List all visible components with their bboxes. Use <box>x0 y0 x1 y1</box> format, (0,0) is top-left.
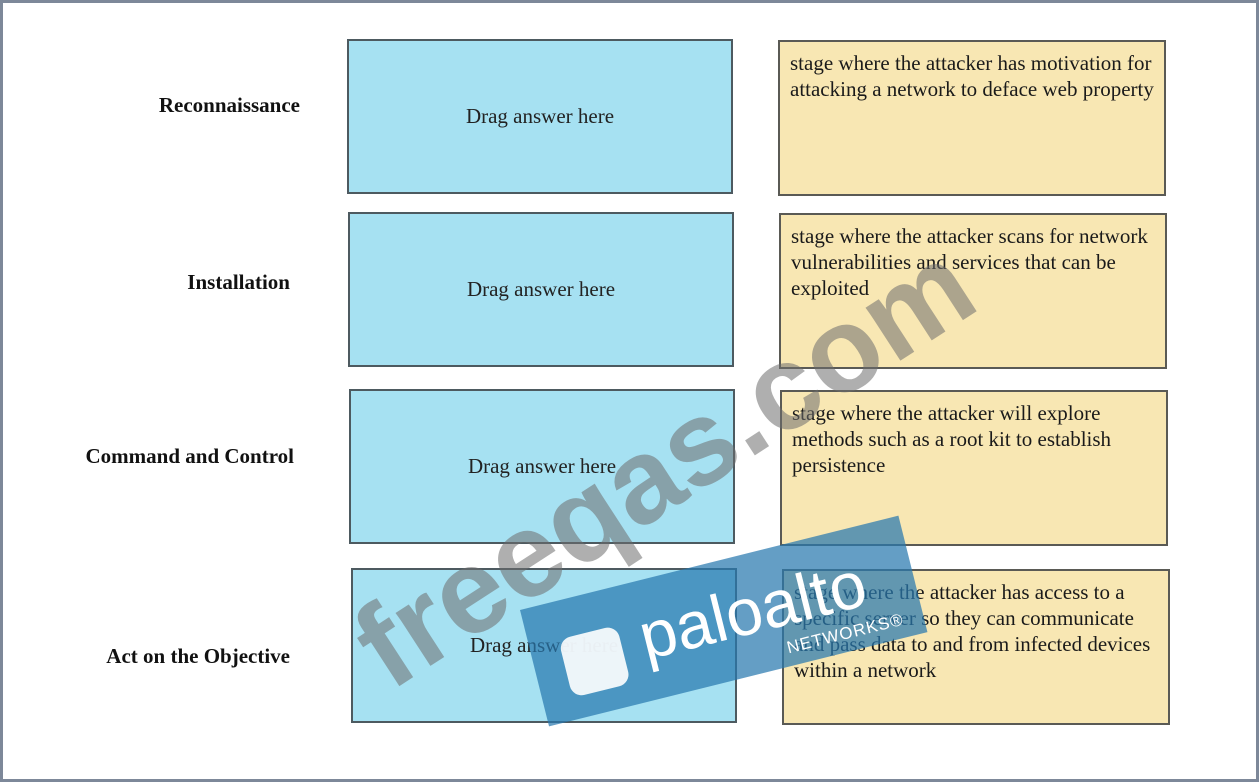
paloalto-logo-icon <box>558 625 632 698</box>
drop-zone-installation[interactable]: Drag answer here <box>348 212 734 367</box>
drop-zone-command-and-control[interactable]: Drag answer here <box>349 389 735 544</box>
stage-label-reconnaissance: Reconnaissance <box>158 93 300 117</box>
drop-zone-text: Drag answer here <box>467 454 617 478</box>
drop-zone-text: Drag answer here <box>466 277 616 301</box>
answer-card[interactable]: stage where the attacker has motivation … <box>778 40 1166 196</box>
stage-label-installation: Installation <box>187 270 290 294</box>
drop-zone-reconnaissance[interactable]: Drag answer here <box>347 39 733 194</box>
stage-label-act-on-objective: Act on the Objective <box>106 644 290 668</box>
answer-card[interactable]: stage where the attacker scans for netwo… <box>779 213 1167 369</box>
stage-label-command-and-control: Command and Control <box>85 444 294 468</box>
drop-zone-text: Drag answer here <box>465 104 615 128</box>
answer-card[interactable]: stage where the attacker will explore me… <box>780 390 1168 546</box>
